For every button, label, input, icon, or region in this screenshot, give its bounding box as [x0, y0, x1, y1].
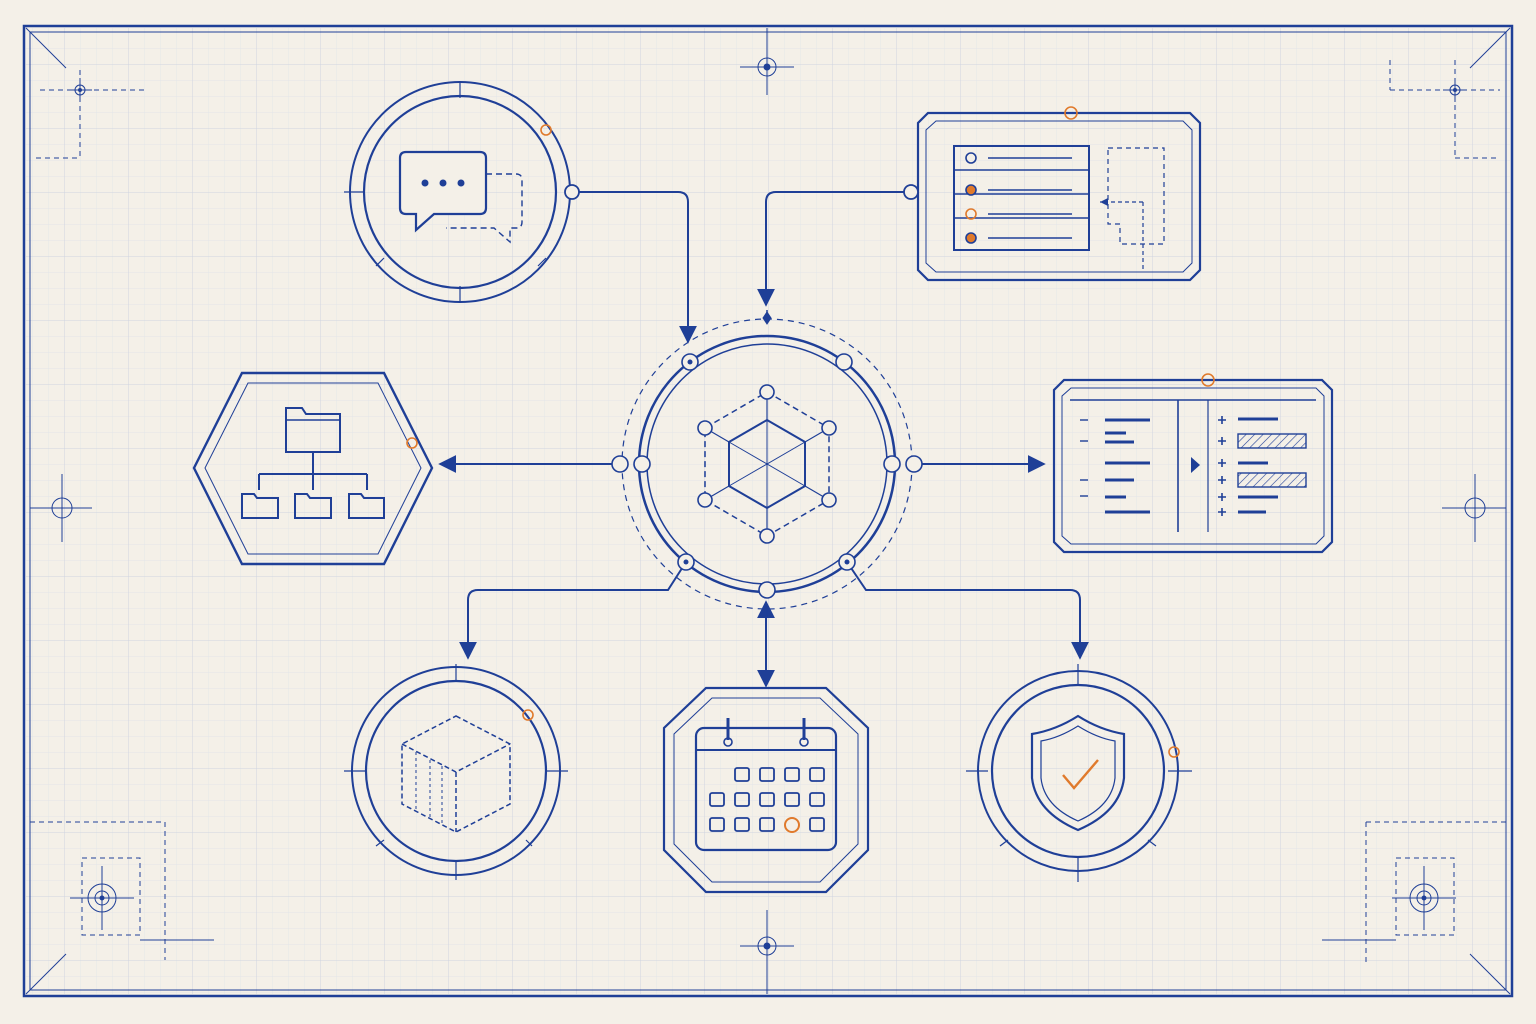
accent-marker [540, 124, 552, 136]
connectors [438, 191, 1089, 688]
connector-list-hub [757, 191, 911, 307]
node-cube[interactable] [344, 664, 568, 880]
crosshair-icon [70, 866, 134, 930]
folder-tree-icon [241, 407, 385, 519]
chat-bubbles-icon [398, 150, 523, 244]
accent-marker [1201, 373, 1215, 387]
accent-marker [1168, 746, 1180, 758]
connector-hub-cube [459, 561, 687, 660]
node-calendar[interactable] [662, 686, 870, 894]
node-folders[interactable] [192, 371, 434, 566]
accent-marker [1064, 106, 1078, 120]
node-chat[interactable] [344, 81, 580, 303]
shield-check-icon [1030, 714, 1126, 832]
registration-marks [30, 28, 1506, 994]
accent-marker [522, 709, 534, 721]
hub-node[interactable] [611, 310, 923, 618]
connector-hub-shield [846, 561, 1089, 660]
crosshair-icon [1392, 866, 1456, 930]
calendar-icon [694, 718, 838, 852]
frame-border [22, 24, 1514, 998]
node-list[interactable] [903, 106, 1202, 282]
crosshair-icon [1442, 474, 1506, 542]
accent-marker [784, 817, 800, 833]
checklist-panel-icon [953, 145, 1165, 272]
accent-marker [406, 437, 418, 449]
connector-chat-hub [572, 191, 697, 344]
crosshair-icon [740, 28, 794, 95]
crosshair-icon [740, 910, 794, 994]
node-diff[interactable] [1052, 373, 1334, 554]
diff-compare-icon [1070, 399, 1316, 532]
crosshair-icon [30, 474, 92, 542]
geometric-network-icon [697, 384, 837, 544]
wireframe-cube-icon [401, 715, 511, 833]
node-shield[interactable] [966, 664, 1192, 882]
